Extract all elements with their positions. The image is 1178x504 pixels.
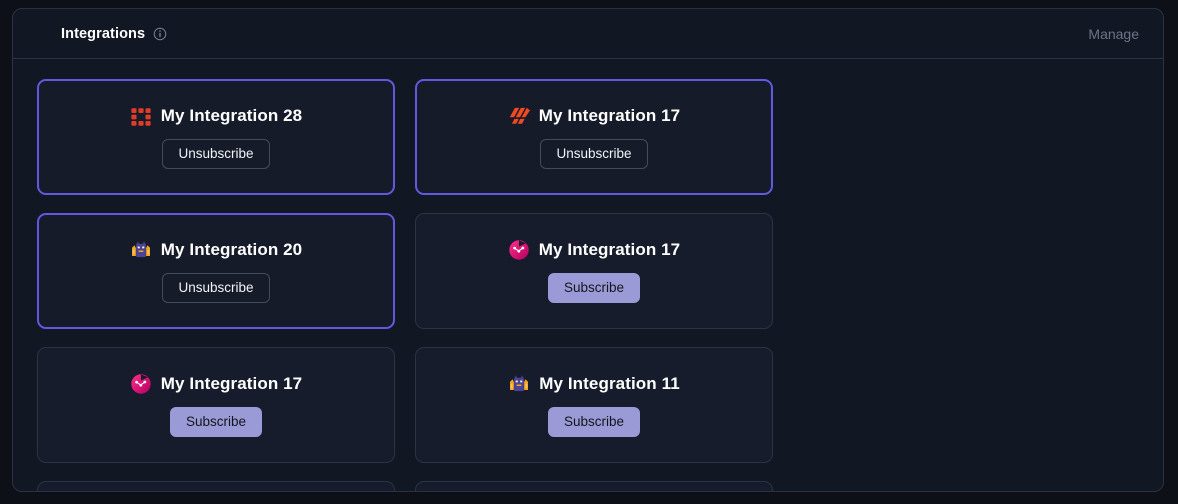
- mascot-cat-logo: [130, 239, 152, 261]
- card-header: My Integration 17: [508, 105, 681, 127]
- mascot-cat-logo: [510, 375, 529, 392]
- integration-title: My Integration 17: [160, 374, 303, 394]
- integrations-grid: My Integration 28 Unsubscribe My Integrat…: [37, 79, 1139, 491]
- integration-card[interactable]: My Integration 17 Subscribe: [37, 347, 395, 463]
- card-header: My Integration 28: [130, 105, 303, 127]
- integration-title: My Integration 28: [160, 106, 303, 126]
- integration-title: My Integration 17: [538, 106, 681, 126]
- pink-circle-node-logo: [509, 240, 529, 260]
- integration-title: My Integration 17: [538, 240, 681, 260]
- grid-squares-logo: [130, 105, 152, 127]
- integration-title: My Integration 20: [160, 240, 303, 260]
- diagonal-stripes-logo: [508, 105, 530, 127]
- integration-card[interactable]: My Integration 28 Unsubscribe: [37, 79, 395, 195]
- pink-circle-node-logo: [130, 373, 152, 395]
- mascot-cat-logo: [131, 241, 150, 258]
- integration-card[interactable]: My Integration 28Subscribe: [37, 481, 395, 491]
- panel-header: Integrations Manage: [13, 9, 1163, 59]
- card-header: My Integration 17: [130, 373, 303, 395]
- integration-card[interactable]: My Integration 17 Subscribe: [415, 213, 773, 329]
- integration-card[interactable]: My Integration 17 Unsubscribe: [415, 79, 773, 195]
- integration-card[interactable]: My Integration 20 Unsubscribe: [37, 213, 395, 329]
- card-header: My Integration 17: [508, 239, 681, 261]
- page-title: Integrations: [61, 25, 146, 42]
- grid-squares-logo: [131, 108, 151, 126]
- unsubscribe-button[interactable]: Unsubscribe: [540, 139, 648, 169]
- panel-body: My Integration 28 Unsubscribe My Integrat…: [13, 59, 1163, 491]
- subscribe-button[interactable]: Subscribe: [547, 273, 641, 303]
- pink-circle-node-logo: [508, 239, 530, 261]
- manage-link[interactable]: Manage: [1088, 25, 1139, 42]
- diagonal-stripes-logo: [509, 108, 530, 124]
- unsubscribe-button[interactable]: Unsubscribe: [162, 273, 270, 303]
- unsubscribe-button[interactable]: Unsubscribe: [162, 139, 270, 169]
- card-header: My Integration 11: [508, 373, 680, 395]
- integration-card[interactable]: My Integration 28Subscribe: [415, 481, 773, 491]
- pink-circle-node-logo: [131, 374, 151, 394]
- mascot-cat-logo: [508, 373, 530, 395]
- subscribe-button[interactable]: Subscribe: [547, 407, 641, 437]
- integration-title: My Integration 11: [539, 374, 680, 394]
- card-header: My Integration 20: [130, 239, 303, 261]
- info-circle-icon[interactable]: [153, 27, 167, 41]
- subscribe-button[interactable]: Subscribe: [169, 407, 263, 437]
- integration-card[interactable]: My Integration 11 Subscribe: [415, 347, 773, 463]
